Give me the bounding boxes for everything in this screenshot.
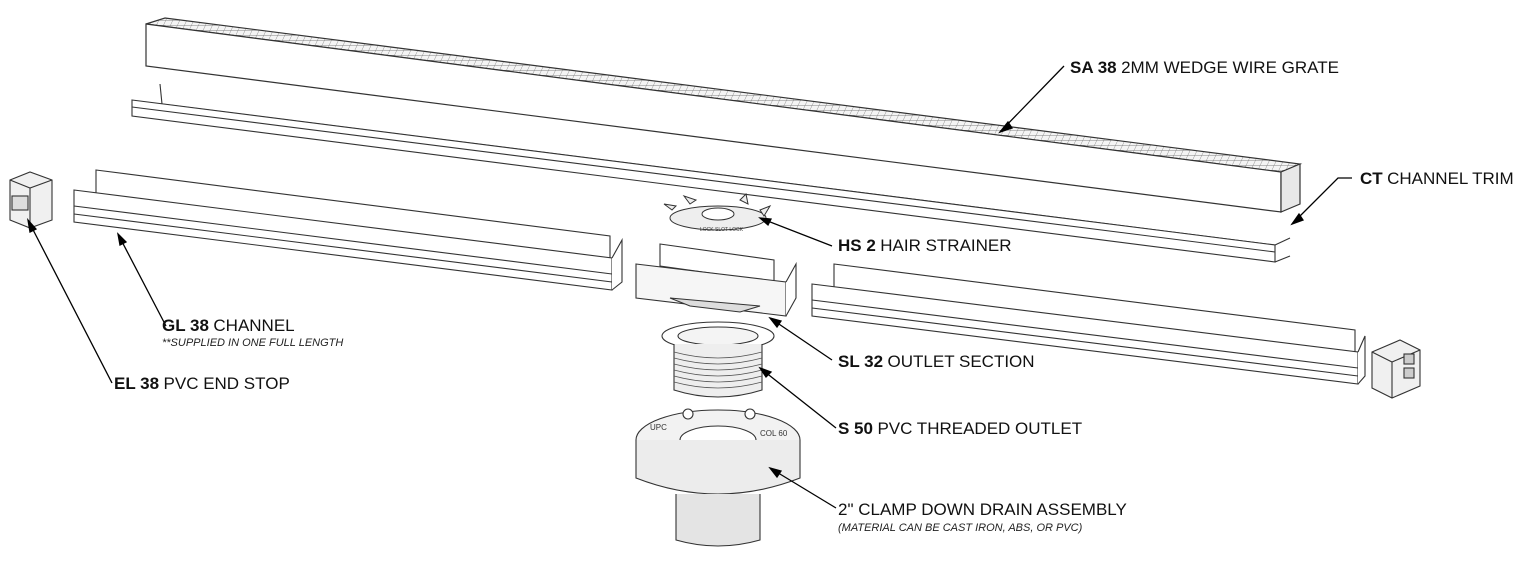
label-clamp-drain-note: (MATERIAL CAN BE CAST IRON, ABS, OR PVC) [838,522,1083,534]
label-threaded-outlet: S 50 PVC THREADED OUTLET [838,420,1082,438]
channel-right-part [811,263,1366,385]
grate-part [145,17,1303,213]
outlet-section-part [635,243,797,317]
label-threaded-outlet-code: S 50 [838,419,873,438]
label-strainer-desc: HAIR STRAINER [880,236,1012,255]
label-clamp-drain-desc: 2" CLAMP DOWN DRAIN ASSEMBLY [838,500,1127,519]
label-endstop-desc: PVC END STOP [163,374,290,393]
label-strainer-code: HS 2 [838,236,876,255]
label-grate-desc: 2MM WEDGE WIRE GRATE [1121,58,1339,77]
label-outlet-section-code: SL 32 [838,352,884,371]
label-outlet-section-desc: OUTLET SECTION [887,352,1035,371]
channel-trim-part [131,83,1291,263]
drain-stamp-right: COL 60 [760,429,788,438]
label-trim-desc: CHANNEL TRIM [1387,169,1514,188]
threaded-outlet-part [661,321,775,398]
label-grate-code: SA 38 [1070,58,1117,77]
label-threaded-outlet-desc: PVC THREADED OUTLET [877,419,1083,438]
label-channel-note: **SUPPLIED IN ONE FULL LENGTH [162,337,344,349]
hair-strainer-part: LOCK SLOT LOCK [663,192,772,233]
label-grate: SA 38 2MM WEDGE WIRE GRATE [1070,59,1339,77]
label-trim: CT CHANNEL TRIM [1360,170,1514,188]
strainer-stamp-text: LOCK SLOT LOCK [700,227,744,233]
channel-left-part [73,169,623,291]
leader-lines [26,65,1352,509]
label-clamp-drain: 2" CLAMP DOWN DRAIN ASSEMBLY [838,501,1127,519]
label-endstop: EL 38 PVC END STOP [114,375,290,393]
label-endstop-code: EL 38 [114,374,160,393]
label-strainer: HS 2 HAIR STRAINER [838,237,1012,255]
label-outlet-section: SL 32 OUTLET SECTION [838,353,1035,371]
label-channel: GL 38 CHANNEL [162,317,295,335]
end-stop-left-part [9,171,53,229]
label-trim-code: CT [1360,169,1383,188]
drain-stamp-left: UPC [650,423,667,432]
label-channel-desc: CHANNEL [213,316,295,335]
clamp-drain-part: UPC COL 60 [635,408,801,547]
label-channel-code: GL 38 [162,316,209,335]
end-stop-right-part [1371,339,1421,399]
